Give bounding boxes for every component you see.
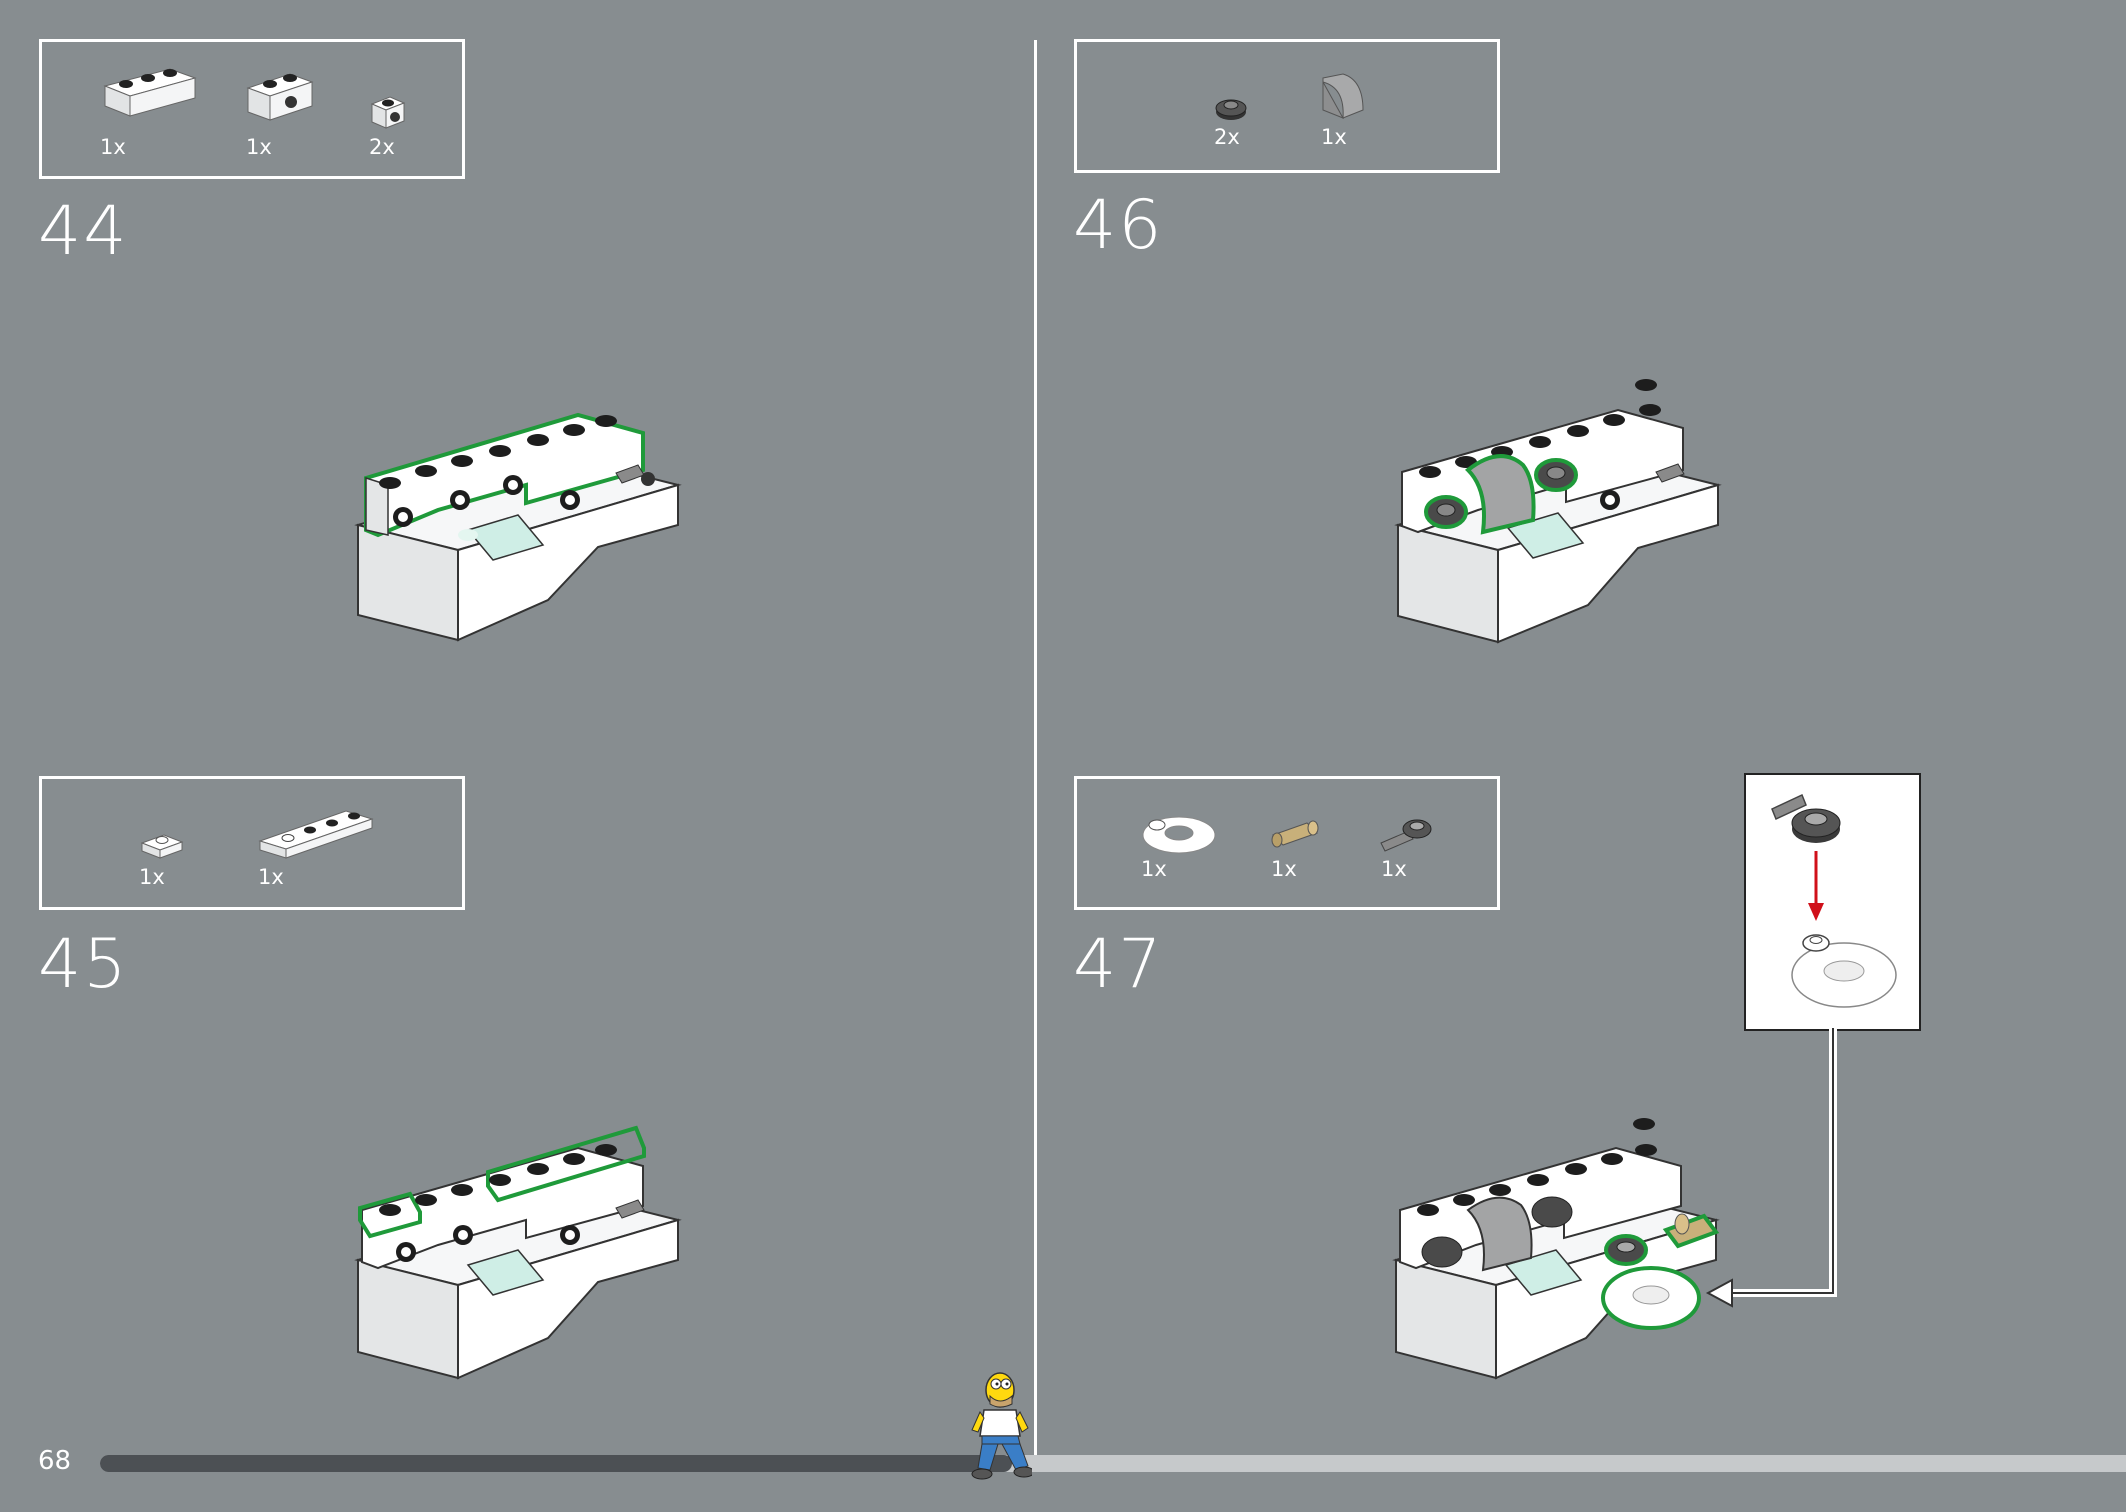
- brick-1x3-white-icon: [100, 64, 200, 119]
- callout-connector-arrow: [1705, 1028, 1837, 1308]
- parts-list-step-47: 1x 1x 1x: [1074, 776, 1500, 910]
- parts-list-step-46: 2x 1x: [1074, 39, 1500, 173]
- part-qty: 2x: [369, 135, 395, 159]
- page-number: 68: [38, 1446, 72, 1476]
- sub-assembly-callout: [1744, 773, 1921, 1031]
- slope-curved-grey-icon: [1319, 70, 1369, 122]
- part-qty: 1x: [1321, 125, 1347, 149]
- homer-minifigure-icon: [968, 1370, 1035, 1486]
- build-model-step-44: [348, 375, 688, 645]
- build-model-step-47: [1386, 1100, 1726, 1385]
- part-qty: 1x: [139, 865, 165, 889]
- build-model-step-46: [1388, 360, 1728, 650]
- plate-1x4-white-icon: [256, 801, 376, 861]
- step-number: 44: [38, 192, 129, 271]
- progress-bar: [100, 1455, 2126, 1472]
- part-qty: 1x: [100, 135, 126, 159]
- step-number: 45: [38, 925, 129, 1004]
- build-model-step-45: [348, 1100, 688, 1385]
- part-qty: 1x: [1271, 857, 1297, 881]
- connector-tan-icon: [1269, 817, 1321, 853]
- part-qty: 1x: [1141, 857, 1167, 881]
- progress-bar-fill: [100, 1455, 1012, 1472]
- round-plate-1x1-dark-grey-icon: [1213, 94, 1249, 122]
- page-divider: [1034, 40, 1037, 1455]
- part-qty: 1x: [246, 135, 272, 159]
- plate-1x1-white-icon: [138, 829, 186, 861]
- part-qty: 1x: [258, 865, 284, 889]
- step-number: 47: [1073, 925, 1164, 1004]
- parts-list-step-44: 1x 1x 2x: [39, 39, 465, 179]
- bar-with-clip-grey-icon: [1379, 813, 1439, 853]
- part-qty: 1x: [1381, 857, 1407, 881]
- step-number: 46: [1073, 186, 1164, 265]
- brick-1x2-with-hole-white-icon: [244, 68, 316, 124]
- part-qty: 2x: [1214, 125, 1240, 149]
- brick-1x1-with-stud-white-icon: [368, 92, 408, 132]
- parts-list-step-45: 1x 1x: [39, 776, 465, 910]
- ring-white-icon: [1139, 809, 1219, 857]
